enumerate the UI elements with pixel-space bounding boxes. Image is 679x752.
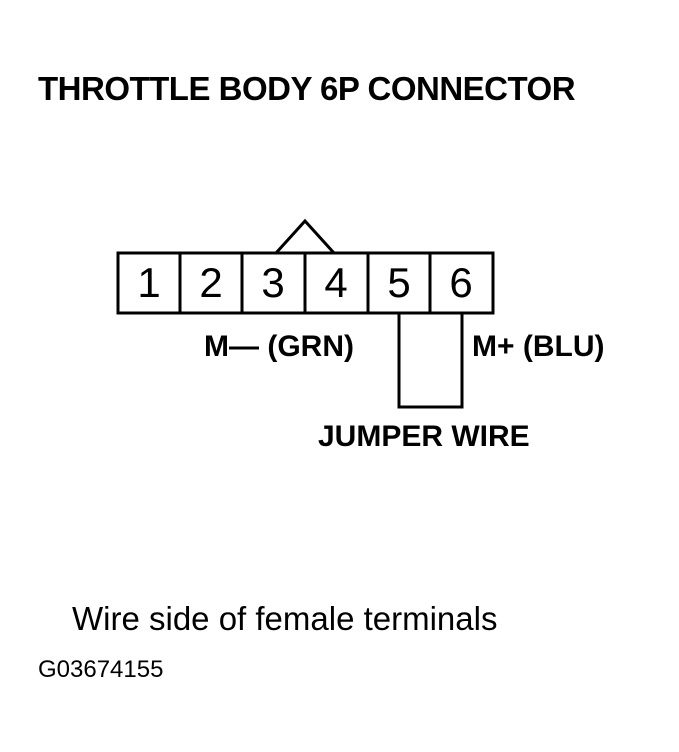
caption: Wire side of female terminals <box>72 600 498 637</box>
connector-lock-tab <box>274 218 336 255</box>
pin-number-6: 6 <box>449 259 472 306</box>
m-minus-label: M— (GRN) <box>204 330 354 363</box>
pin-number-2: 2 <box>199 259 222 306</box>
pin-number-3: 3 <box>261 259 284 306</box>
pin-number-1: 1 <box>137 259 160 306</box>
connector-pin-dividers <box>178 253 432 313</box>
pin-number-4: 4 <box>324 259 347 306</box>
diagram-title: THROTTLE BODY 6P CONNECTOR <box>38 70 576 107</box>
m-plus-label: M+ (BLU) <box>472 330 605 363</box>
jumper-wire <box>397 313 464 409</box>
jumper-wire-label: JUMPER WIRE <box>318 420 530 453</box>
figure-code: G03674155 <box>38 656 164 683</box>
pin-number-5: 5 <box>387 259 410 306</box>
